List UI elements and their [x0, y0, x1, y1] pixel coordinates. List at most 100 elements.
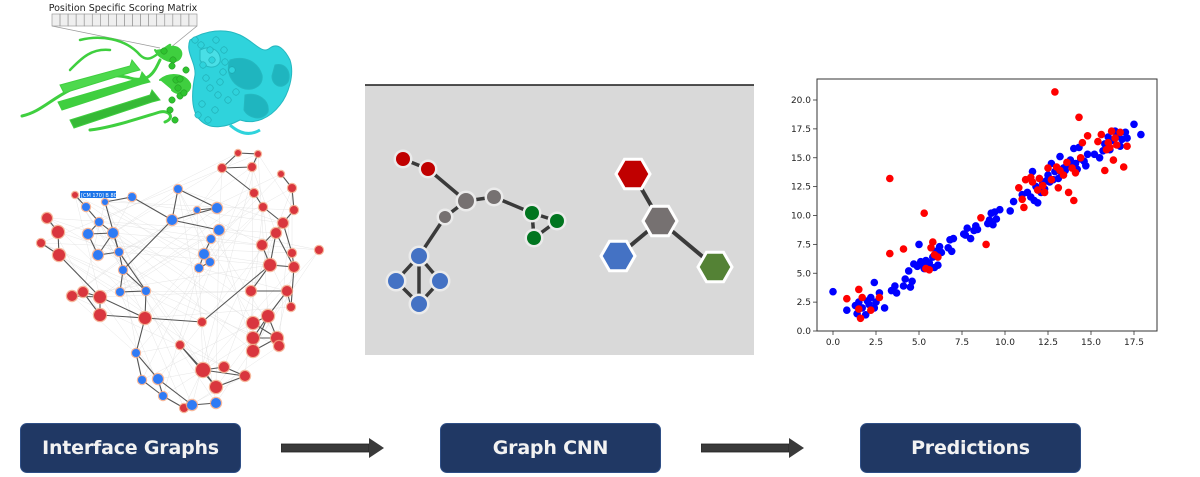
graph-node[interactable] [116, 288, 124, 296]
graph-node[interactable] [248, 163, 256, 171]
graph-node[interactable] [290, 206, 298, 214]
graph-node[interactable] [195, 264, 203, 272]
cnn-node [396, 152, 410, 166]
graph-node[interactable] [288, 249, 296, 257]
graph-node[interactable] [82, 203, 90, 211]
graph-node[interactable] [247, 317, 259, 329]
graph-node[interactable] [247, 345, 259, 357]
pssm-cell [132, 13, 141, 27]
data-point-blue [1033, 199, 1042, 207]
graph-node[interactable] [94, 291, 106, 303]
graph-node[interactable] [211, 398, 221, 408]
graph-node[interactable] [257, 240, 267, 250]
graph-edge [118, 251, 147, 292]
graph-node[interactable] [174, 185, 182, 193]
graph-node[interactable] [132, 349, 140, 357]
data-point-blue [880, 304, 889, 312]
graph-node[interactable] [108, 228, 118, 238]
graph-node[interactable] [274, 341, 284, 351]
graph-node[interactable] [94, 309, 106, 321]
data-point-red [1107, 127, 1116, 135]
graph-node[interactable] [289, 262, 299, 272]
graph-node[interactable] [246, 286, 256, 296]
graph-node[interactable] [214, 225, 224, 235]
stage-label: Graph CNN [492, 437, 609, 459]
x-tick-label: 5.0 [912, 338, 927, 348]
graph-node[interactable] [218, 164, 226, 172]
graph-node[interactable] [264, 259, 276, 271]
graph-edge [144, 317, 203, 323]
graph-node[interactable] [37, 239, 45, 247]
data-point-blue [1123, 134, 1131, 142]
cnn-node [421, 162, 435, 176]
data-point-red [920, 209, 928, 217]
graph-node[interactable] [52, 226, 64, 238]
data-point-red [1020, 203, 1028, 212]
data-point-red [1071, 169, 1080, 177]
graph-cnn-panel [365, 84, 755, 356]
graph-node[interactable] [199, 249, 209, 259]
graph-node[interactable] [278, 171, 284, 177]
data-point-red [899, 245, 908, 253]
graph-node[interactable] [139, 312, 151, 324]
graph-node[interactable] [159, 392, 167, 400]
graph-node[interactable] [115, 248, 123, 256]
graph-node[interactable] [282, 286, 292, 296]
graph-edge [201, 264, 271, 323]
graph-node[interactable] [278, 218, 288, 228]
graph-node[interactable] [67, 291, 77, 301]
graph-node[interactable] [167, 215, 177, 225]
graph-node[interactable] [194, 207, 200, 213]
data-point-red [875, 293, 884, 302]
data-point-blue [1009, 197, 1018, 206]
graph-node[interactable] [128, 193, 136, 201]
data-point-red [1047, 175, 1056, 184]
graph-node[interactable] [78, 287, 88, 297]
graph-node[interactable] [93, 250, 103, 260]
graph-node[interactable] [240, 371, 250, 381]
graph-node[interactable] [187, 400, 197, 410]
graph-node[interactable] [207, 235, 215, 243]
graph-node[interactable] [287, 303, 295, 311]
pssm-strip [51, 13, 198, 27]
graph-node[interactable] [271, 228, 281, 238]
pssm-cell [164, 13, 174, 27]
graph-node[interactable] [259, 203, 267, 211]
y-tick-label: 12.5 [791, 183, 811, 193]
graph-node[interactable] [206, 258, 214, 266]
graph-node[interactable] [210, 381, 222, 393]
graph-node[interactable] [119, 266, 127, 274]
graph-node[interactable] [42, 213, 52, 223]
graph-node[interactable] [262, 310, 274, 322]
graph-node[interactable] [250, 189, 258, 197]
x-tick-label: 2.5 [869, 338, 883, 348]
pssm-cell [180, 13, 190, 27]
cnn-node [439, 211, 451, 223]
graph-node[interactable] [212, 203, 222, 213]
data-point-red [1083, 132, 1092, 140]
graph-node[interactable] [196, 363, 210, 377]
graph-node[interactable] [138, 376, 146, 384]
pooled-node-hexagon [641, 204, 679, 238]
graph-node[interactable] [255, 151, 261, 157]
graph-node[interactable] [176, 341, 184, 349]
graph-node[interactable] [198, 318, 206, 326]
pssm-cell [100, 13, 109, 27]
graph-node[interactable] [53, 249, 65, 261]
x-tick-label: 12.5 [1038, 338, 1058, 348]
graph-node[interactable] [288, 184, 296, 192]
graph-node[interactable] [72, 192, 78, 198]
data-point-blue [1082, 162, 1090, 170]
graph-node[interactable] [95, 218, 103, 226]
graph-node[interactable] [235, 150, 241, 156]
graph-node[interactable] [142, 287, 150, 295]
graph-edge [99, 296, 146, 319]
graph-node[interactable] [83, 229, 93, 239]
graph-node[interactable] [315, 246, 323, 254]
graph-node[interactable] [219, 362, 229, 372]
interface-graph[interactable]: [CM 170] B 80 THR [0, 145, 340, 415]
data-point-red [1106, 143, 1114, 152]
graph-node[interactable] [102, 199, 108, 205]
graph-node[interactable] [247, 332, 259, 344]
graph-node[interactable] [153, 374, 163, 384]
